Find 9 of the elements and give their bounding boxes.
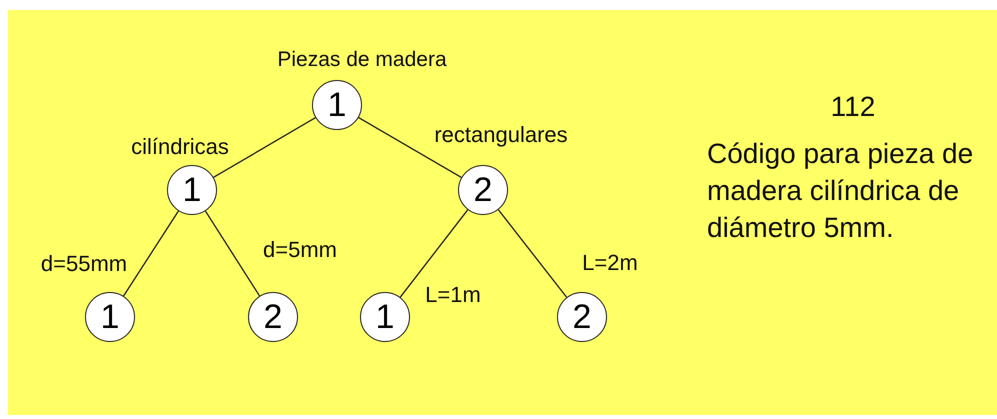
- tree-branch-line: [358, 117, 462, 178]
- tree-branch-line: [123, 210, 179, 296]
- code-number: 112: [830, 90, 876, 124]
- tree-branch-line: [498, 209, 568, 298]
- tree-branch-line: [213, 117, 316, 178]
- tree-branch-line: [400, 209, 468, 298]
- node-heading: Piezas de madera: [277, 48, 447, 72]
- description-text: Código para pieza de madera cilíndrica de diámetro 5mm.: [707, 137, 974, 245]
- tree-branch-line: [204, 210, 260, 296]
